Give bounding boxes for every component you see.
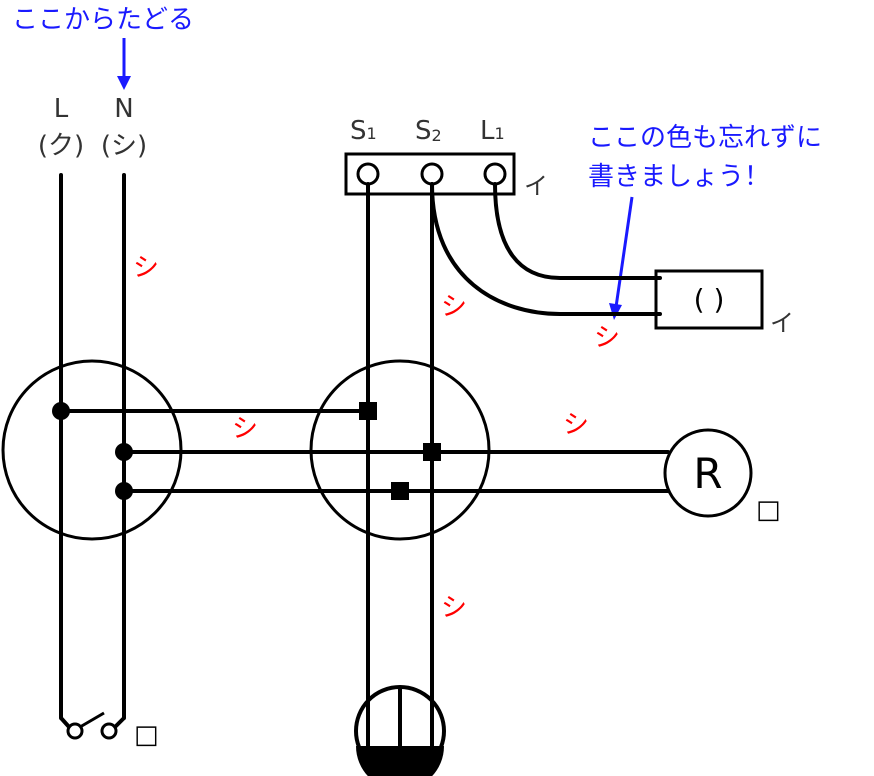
color-note-arrow-head — [609, 303, 622, 320]
color-label-device-wire: シ — [594, 323, 620, 353]
switch-mark: □ — [134, 720, 159, 750]
color-note-line2: 書きましょう！ — [588, 162, 770, 192]
color-label-lamp-wire: シ — [563, 410, 589, 440]
terminal-s1-label: S1 — [350, 116, 377, 146]
color-note-line1: ここの色も忘れずに — [588, 123, 822, 153]
color-label-lower-riser: シ — [441, 593, 467, 623]
n-label: N — [114, 94, 133, 124]
device-box-label: ( ) — [694, 283, 725, 316]
color-label-s2-riser: シ — [441, 292, 467, 322]
junction-box-right — [309, 359, 491, 541]
terminal-l1-label: L1 — [480, 116, 505, 146]
terminal-block-mark: イ — [524, 172, 548, 200]
l-label: L — [54, 94, 69, 124]
s2-to-device-wire — [430, 182, 662, 316]
device-box-mark: イ — [770, 309, 794, 337]
color-label-n-line: シ — [133, 253, 159, 283]
switch-symbol — [59, 711, 126, 740]
terminal-s2 — [420, 162, 444, 186]
sleeve-return — [391, 482, 409, 500]
terminal-l1 — [483, 162, 507, 186]
lamp-r-label: R — [693, 449, 722, 498]
terminal-s2-label: S2 — [415, 116, 442, 146]
l1-to-device-wire — [493, 182, 662, 280]
color-note-arrow-shaft — [614, 196, 634, 308]
n-color-label: (シ) — [101, 131, 147, 161]
start-arrow-head — [117, 76, 131, 90]
outlet-symbol — [354, 685, 446, 776]
terminal-s1 — [356, 162, 380, 186]
lamp-mark: □ — [756, 495, 781, 525]
color-label-box-link: シ — [232, 414, 258, 444]
start-note: ここからたどる — [12, 5, 194, 35]
l-color-label: (ク) — [38, 131, 84, 161]
device-box — [654, 269, 764, 330]
lamp-r — [663, 428, 753, 518]
